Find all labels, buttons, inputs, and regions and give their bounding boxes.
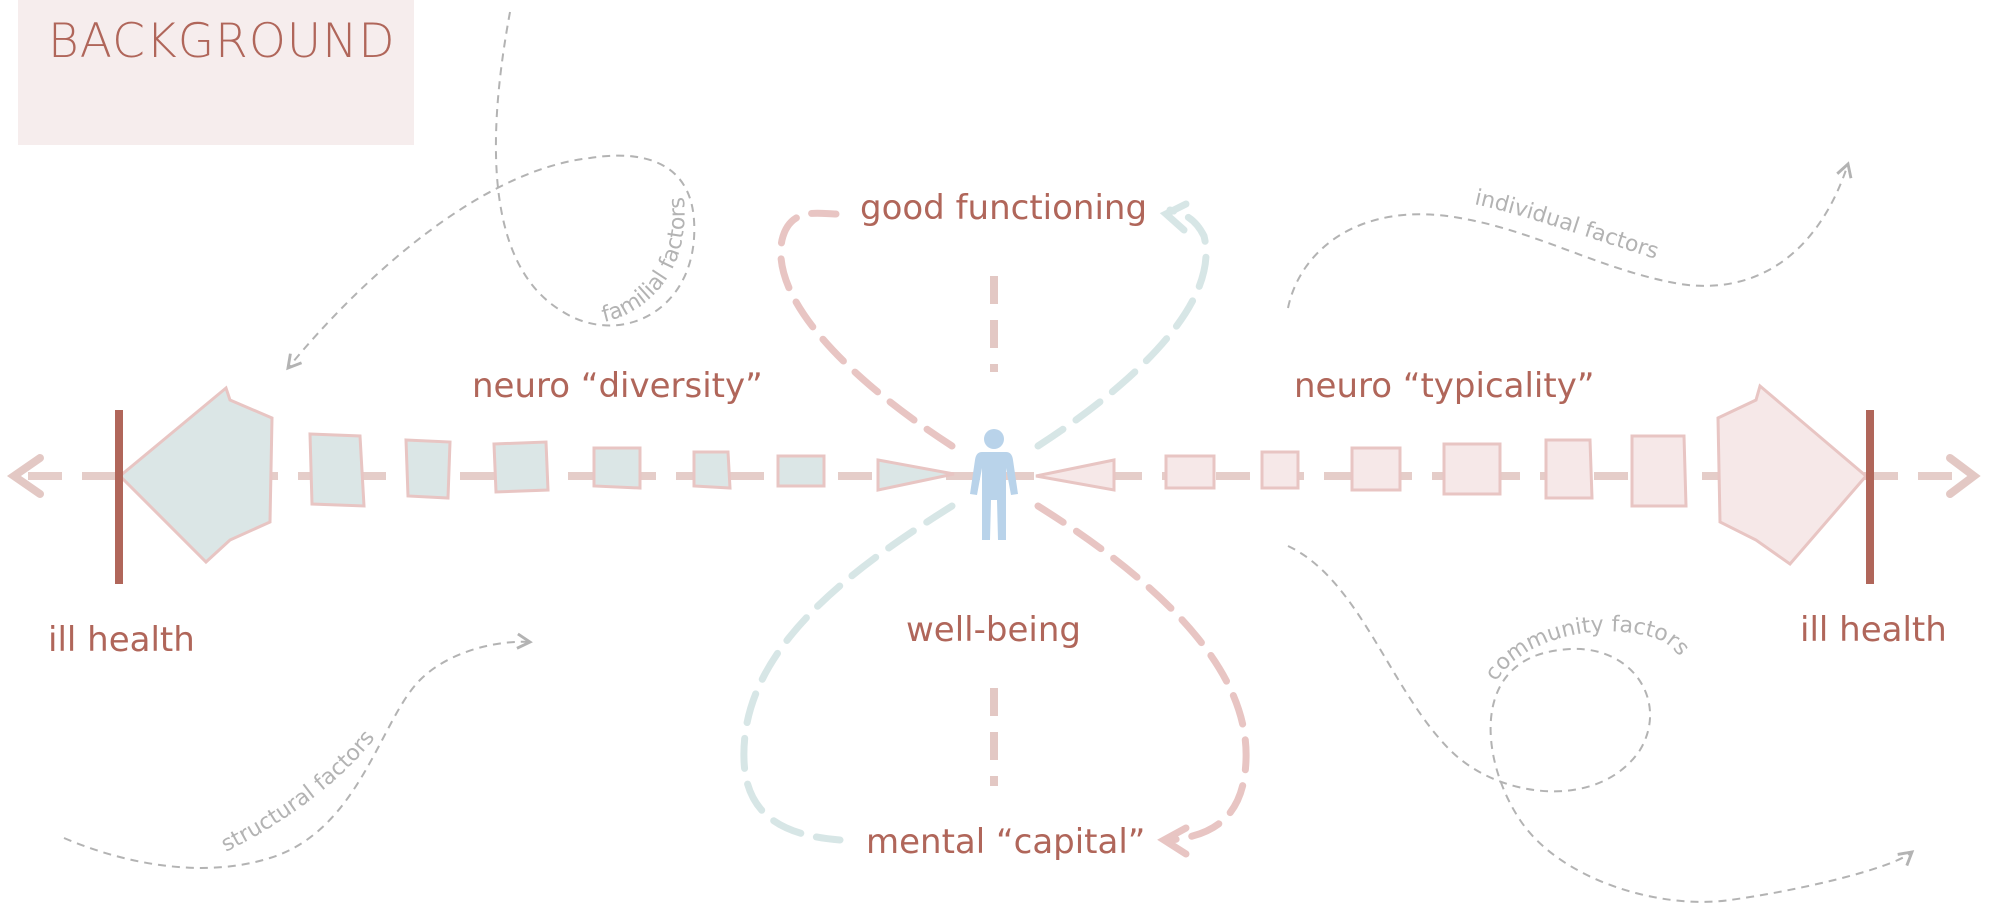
left-big-arrow-shape — [117, 385, 274, 565]
familial-curve — [286, 11, 696, 371]
right-big-arrow-shape — [1716, 383, 1869, 567]
right-end-bar — [1866, 410, 1874, 584]
page-title: BACKGROUND — [48, 14, 396, 69]
person-icon — [970, 429, 1018, 540]
individual-factors-label: individual factors — [1473, 185, 1662, 264]
left-square-2 — [404, 438, 452, 500]
figure-eight — [740, 200, 1250, 858]
right-wedge — [1035, 458, 1116, 492]
ill-health-right-label: ill health — [1800, 610, 1947, 650]
right-square-6 — [1630, 434, 1688, 508]
right-square-4 — [1442, 442, 1502, 496]
structural-factors-label: structural factors — [217, 726, 380, 858]
right-square-1 — [1164, 454, 1216, 490]
left-end-bar — [115, 410, 123, 584]
mental-capital-label: mental “capital” — [866, 822, 1146, 862]
loop-bottom-left — [740, 502, 956, 844]
loop-bottom-right-arrowhead — [1157, 824, 1190, 858]
left-square-3 — [492, 440, 550, 494]
good-functioning-label: good functioning — [860, 188, 1148, 228]
loop-top-right — [1034, 206, 1210, 450]
right-square-3 — [1350, 446, 1402, 492]
left-square-6 — [776, 454, 826, 488]
right-shapes — [1035, 383, 1869, 567]
familial-factors-label: familial factors — [599, 196, 690, 328]
left-square-5 — [692, 450, 732, 490]
left-wedge — [876, 458, 955, 492]
community-curve — [1287, 545, 1915, 903]
left-square-1 — [308, 432, 366, 508]
structural-curve — [63, 632, 533, 869]
community-factors-label: community factors — [1480, 612, 1694, 685]
well-being-label: well-being — [906, 610, 1081, 650]
neuro-typicality-label: neuro “typicality” — [1294, 366, 1595, 406]
axis-left-arrowhead — [6, 454, 44, 498]
left-square-4 — [592, 446, 642, 490]
loop-bottom-right — [1034, 502, 1250, 844]
title-box: BACKGROUND — [18, 0, 414, 145]
loop-top-right-arrowhead — [1159, 200, 1190, 234]
factor-curves — [63, 11, 1915, 903]
horizontal-axis — [6, 454, 1981, 498]
right-square-2 — [1260, 450, 1300, 490]
left-shapes — [117, 385, 955, 565]
loop-top-left — [777, 209, 956, 450]
ill-health-left-label: ill health — [48, 620, 195, 660]
axis-right-arrowhead — [1946, 454, 1981, 498]
right-square-5 — [1544, 438, 1594, 500]
neuro-diversity-label: neuro “diversity” — [472, 366, 763, 406]
